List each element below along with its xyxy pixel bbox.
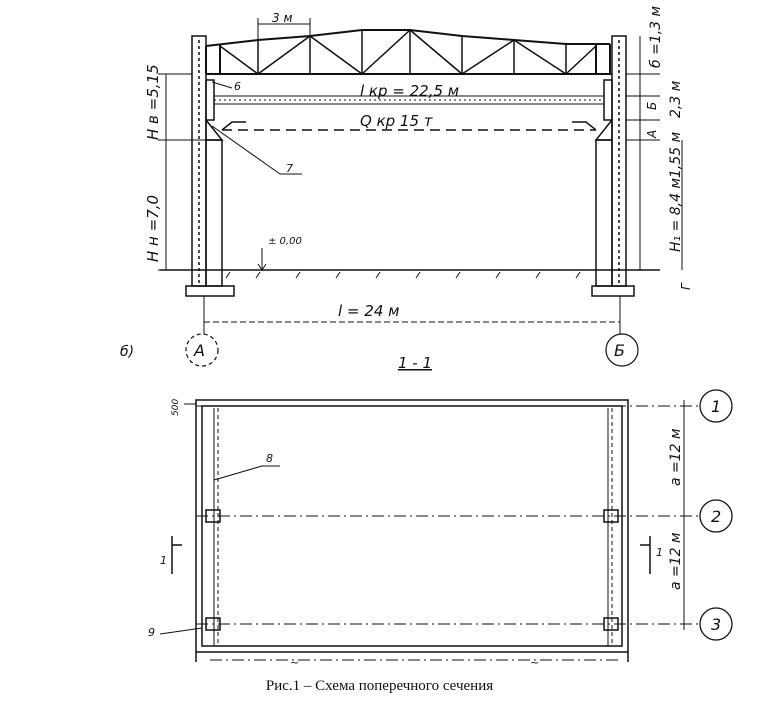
break-mark-left: ~ bbox=[290, 656, 299, 669]
section-mark-left-label: 1 bbox=[160, 554, 167, 567]
svg-text:Б: Б bbox=[614, 341, 625, 360]
right-height-dims bbox=[626, 36, 683, 271]
dim-B-label: Б bbox=[645, 102, 659, 110]
break-mark-right: ~ bbox=[530, 656, 539, 669]
axis-bubble-3: 3 bbox=[699, 607, 733, 641]
svg-text:2: 2 bbox=[711, 507, 721, 526]
right-column bbox=[591, 35, 635, 297]
svg-text:3: 3 bbox=[711, 615, 721, 634]
lower-column-height-label: H н =7,0 bbox=[144, 195, 162, 262]
plan-columns bbox=[205, 509, 619, 631]
section-mark-right-label: 1 bbox=[656, 546, 663, 559]
crane-bridge bbox=[214, 95, 604, 131]
floor bbox=[160, 248, 660, 279]
leader-6-label: 6 bbox=[234, 80, 241, 93]
spacing-1-label: a =12 м bbox=[668, 428, 684, 486]
leaders-plan bbox=[159, 465, 280, 635]
plan-view: б) ~ ~ bbox=[120, 344, 733, 669]
section-title: 1 - 1 bbox=[398, 354, 432, 372]
leader-8-label: 8 bbox=[266, 452, 273, 465]
dim-b-label: б =1,3 м bbox=[648, 5, 664, 68]
axis-bubble-2: 2 bbox=[699, 499, 733, 533]
dim-G-label: Г bbox=[679, 282, 693, 290]
upper-column-height-label: H в =5,15 bbox=[144, 64, 162, 140]
dim-155-label: 1,55 м bbox=[668, 131, 684, 178]
left-column bbox=[185, 35, 235, 297]
floor-level-label: ± 0,00 bbox=[268, 236, 302, 247]
svg-text:A: A bbox=[193, 341, 205, 360]
cross-section: 3 м l кр = 22,5 м Q кр 1 bbox=[144, 5, 693, 372]
span-label: l = 24 м bbox=[338, 302, 399, 320]
section-marks bbox=[171, 536, 651, 574]
dim-H1-label: H₁ = 8,4 м bbox=[668, 178, 684, 252]
figure-caption: Рис.1 – Схема поперечного сечения bbox=[265, 678, 494, 694]
crane-capacity-label: Q кр 15 т bbox=[360, 112, 434, 130]
panel-dimension bbox=[257, 18, 311, 40]
leaders-section bbox=[211, 81, 302, 175]
plan-axis-lines bbox=[196, 405, 700, 625]
left-height-dims bbox=[158, 73, 206, 271]
spacing-2-label: a =12 м bbox=[668, 532, 684, 590]
roof-truss bbox=[205, 29, 612, 75]
wall-thickness-label: 500 bbox=[171, 399, 181, 416]
plan-panel-label: б) bbox=[120, 344, 134, 360]
leader-7-label: 7 bbox=[286, 162, 293, 175]
dim-23-label: 2,3 м bbox=[668, 80, 684, 118]
axis-bubble-1: 1 bbox=[699, 389, 733, 423]
plan-walls bbox=[195, 399, 629, 662]
svg-text:1: 1 bbox=[711, 397, 721, 416]
panel-dimension-label: 3 м bbox=[272, 11, 293, 25]
crane-span-label: l кр = 22,5 м bbox=[360, 82, 459, 100]
plan-column-lines bbox=[213, 408, 613, 646]
span-dimension bbox=[203, 296, 621, 334]
dim-A-label: A bbox=[645, 130, 659, 139]
leader-9-label: 9 bbox=[148, 626, 155, 639]
axis-bubble-A: A bbox=[185, 333, 219, 367]
axis-bubble-B: Б bbox=[605, 333, 639, 367]
